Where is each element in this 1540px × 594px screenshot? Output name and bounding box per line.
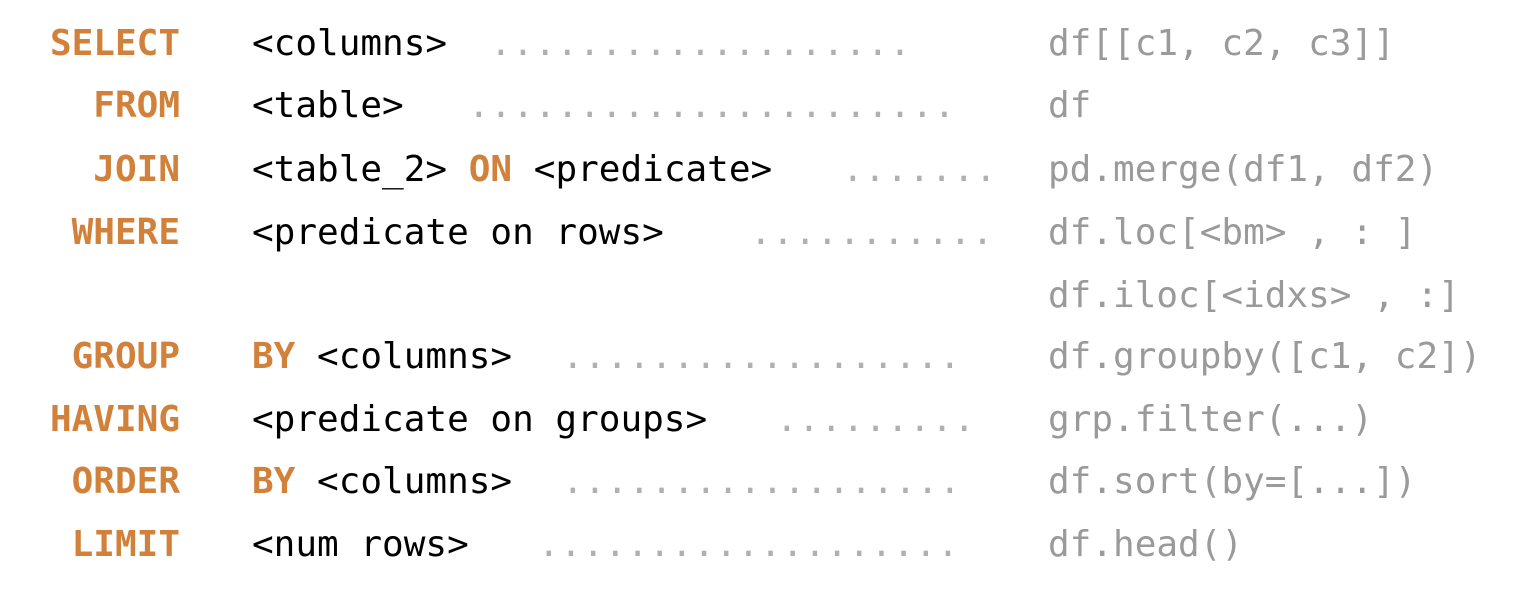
leader-dots: ...................... — [468, 85, 956, 126]
sql-clause: <table_2> ON <predicate> — [252, 148, 772, 192]
pandas-equivalent: df.head() — [1048, 524, 1244, 565]
pandas-equivalent: df.iloc[<idxs> , :] — [1048, 275, 1460, 316]
sql-placeholder: <columns> — [252, 23, 448, 64]
sql-keyword: WHERE — [71, 212, 180, 253]
sql-clause: <num rows> — [252, 523, 469, 567]
sql-clause: <predicate on rows> — [252, 211, 664, 255]
sql-subkeyword: BY — [252, 461, 318, 502]
sql-clause: <predicate on groups> — [252, 398, 707, 442]
sql-placeholder: <predicate on groups> — [252, 399, 708, 440]
pandas-equivalent: df.sort(by=[...]) — [1048, 461, 1417, 502]
sql-placeholder: <num rows> — [252, 524, 469, 565]
sql-placeholder: <table_2> — [252, 149, 448, 190]
sql-keyword: SELECT — [49, 23, 180, 64]
leader-dots: ................... — [538, 524, 960, 565]
sql-keyword: LIMIT — [71, 524, 180, 565]
leader-dots: .................. — [562, 336, 962, 377]
sql-keyword: GROUP — [71, 336, 180, 377]
leader-dots: ................... — [490, 23, 912, 64]
pandas-equivalent: df[[c1, c2, c3]] — [1048, 23, 1395, 64]
sql-keyword: ORDER — [71, 461, 180, 502]
leader-dots: ....... — [842, 149, 998, 190]
leader-dots: ......... — [776, 399, 976, 440]
pandas-equivalent: df.groupby([c1, c2]) — [1048, 336, 1482, 377]
sql-placeholder: <predicate on rows> — [252, 212, 664, 253]
sql-keyword: JOIN — [93, 149, 180, 190]
pandas-equivalent: df.loc[<bm> , : ] — [1048, 212, 1417, 253]
pandas-equivalent: pd.merge(df1, df2) — [1048, 149, 1439, 190]
sql-placeholder: <columns> — [317, 336, 513, 377]
pandas-equivalent: df — [1048, 85, 1092, 126]
leader-dots: .................. — [562, 461, 962, 502]
sql-placeholder: <table> — [252, 85, 404, 126]
sql-keyword: HAVING — [49, 399, 180, 440]
sql-keyword: FROM — [93, 85, 180, 126]
pandas-equivalent: grp.filter(...) — [1048, 399, 1374, 440]
leader-dots: ........... — [750, 212, 994, 253]
sql-clause: <columns> — [252, 22, 447, 66]
sql-subkeyword: ON — [447, 149, 534, 190]
sql-clause: BY <columns> — [252, 335, 512, 379]
sql-subkeyword: BY — [252, 336, 318, 377]
sql-clause: BY <columns> — [252, 460, 512, 504]
sql-clause: <table> — [252, 84, 404, 128]
sql-placeholder: <predicate> — [533, 149, 773, 190]
sql-placeholder: <columns> — [317, 461, 513, 502]
